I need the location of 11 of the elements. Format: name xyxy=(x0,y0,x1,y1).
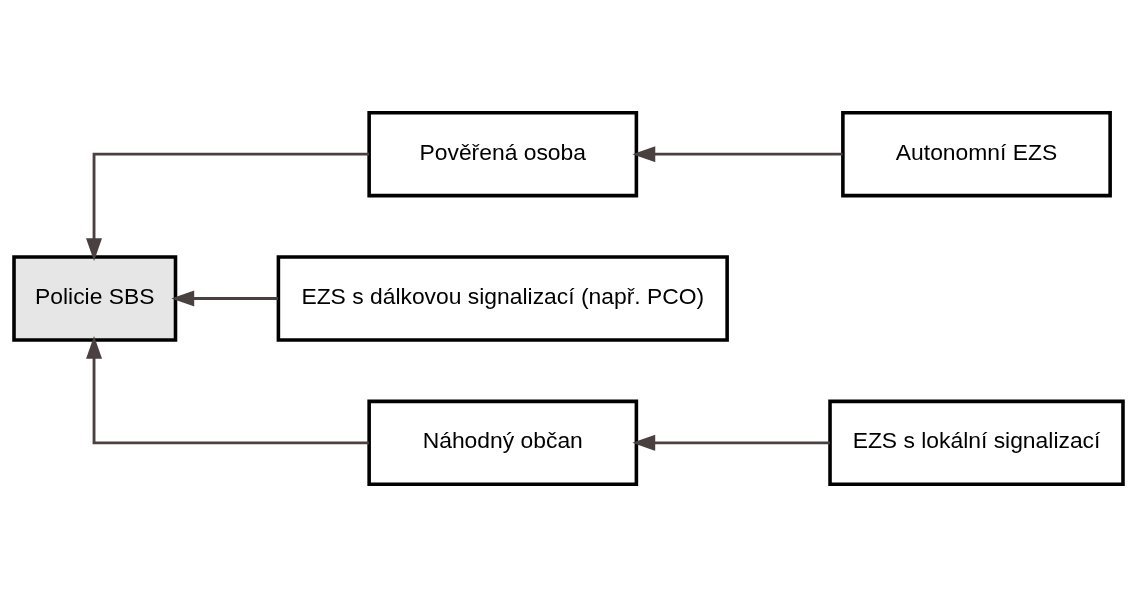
arrow xyxy=(632,146,843,163)
node-box: Policie SBS xyxy=(12,255,178,342)
node-box: Pověřená osoba xyxy=(367,110,639,198)
node-box: Náhodný občan xyxy=(367,399,639,487)
node-box: Autonomní EZS xyxy=(841,110,1112,198)
arrow xyxy=(632,434,830,451)
arrow xyxy=(171,290,278,307)
arrow xyxy=(86,335,369,445)
node-box: EZS s dálkovou signalizací (např. PCO) xyxy=(276,255,729,342)
node-box: EZS s lokální signalizací xyxy=(828,399,1125,487)
arrow xyxy=(86,152,369,262)
